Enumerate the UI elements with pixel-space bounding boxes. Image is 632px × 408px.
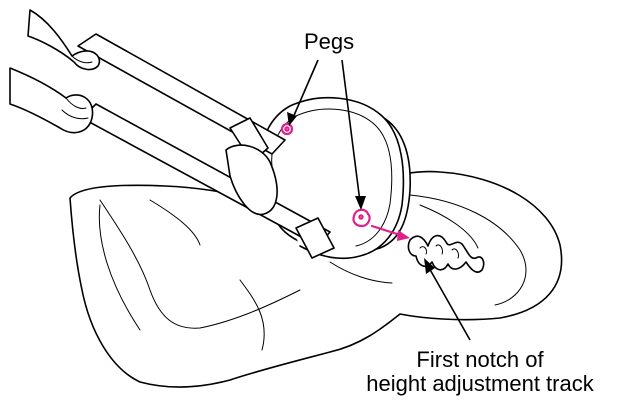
pegs-label: Pegs (304, 30, 354, 54)
notch-label-line-1: First notch of (330, 348, 630, 372)
right-hand (10, 68, 93, 133)
notch-label-line-2: height adjustment track (330, 372, 630, 396)
notch-label: First notch of height adjustment track (330, 348, 630, 396)
